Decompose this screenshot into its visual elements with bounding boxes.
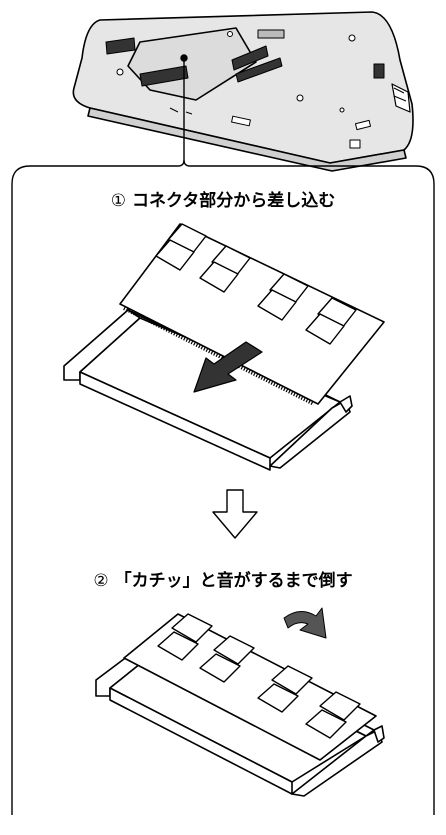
step1-number: ① bbox=[110, 191, 126, 211]
memory-module bbox=[119, 223, 385, 406]
callout-frame bbox=[11, 54, 435, 815]
step1-text: コネクタ部分から差し込む bbox=[131, 191, 336, 211]
arrow-down-outline-icon bbox=[212, 489, 258, 539]
arrow-curved-icon bbox=[283, 607, 327, 639]
step2-label: ②「カチッ」と音がするまで倒す bbox=[0, 566, 446, 591]
step1-illustration bbox=[63, 223, 385, 471]
memory-module-2 bbox=[123, 613, 377, 761]
step2-illustration bbox=[95, 607, 385, 797]
step2-text: 「カチッ」と音がするまで倒す bbox=[114, 571, 353, 591]
step2-number: ② bbox=[93, 571, 109, 591]
laptop-bottom-illustration bbox=[72, 11, 414, 172]
arrow-insert-icon bbox=[193, 341, 263, 393]
